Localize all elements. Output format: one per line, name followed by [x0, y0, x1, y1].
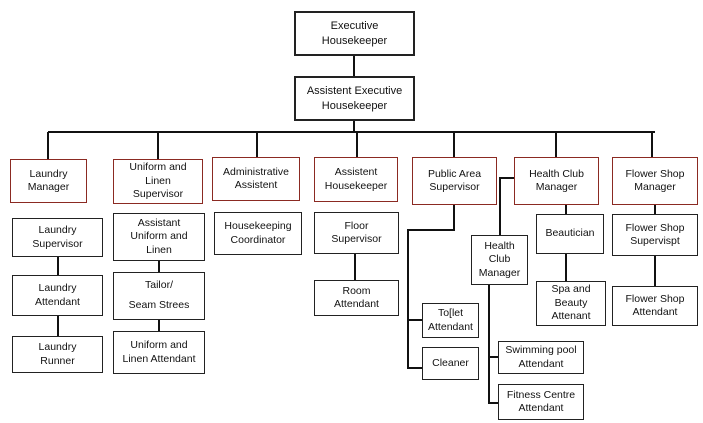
beautician-box: Beautician: [536, 214, 604, 254]
assistant-executive-housekeeper-box: Assistent Executive Housekeeper: [294, 76, 415, 121]
connector: [488, 285, 498, 404]
administrative-assistant-box: Administrative Assistent: [212, 157, 300, 201]
laundry-supervisor-box: Laundry Supervisor: [12, 218, 103, 257]
executive-housekeeper-box: Executive Housekeeper: [294, 11, 415, 56]
laundry-attendant-box: Laundry Attendant: [12, 275, 103, 316]
connector: [499, 177, 514, 235]
floor-supervisor-box: Floor Supervisor: [314, 212, 399, 254]
laundry-runner-box: Laundry Runner: [12, 336, 103, 373]
assistant-housekeeper-box: Assistent Housekeeper: [314, 157, 398, 202]
laundry-manager-box: Laundry Manager: [10, 159, 87, 203]
health-club-manager-box: Health Club Manager: [514, 157, 599, 205]
tailor-seamstress-box: Tailor/ Seam Strees: [113, 272, 205, 320]
flower-shop-supervisor-box: Flower Shop Supervispt: [612, 214, 698, 256]
flower-shop-attendant-box: Flower Shop Attendant: [612, 286, 698, 326]
room-attendant-box: Room Attendant: [314, 280, 399, 316]
assistant-uniform-linen-box: Assistant Uniform and Linen: [113, 213, 205, 261]
health-club-manager-sub-box: Health Club Manager: [471, 235, 528, 285]
uniform-linen-attendant-box: Uniform and Linen Attendant: [113, 331, 205, 374]
flower-shop-manager-box: Flower Shop Manager: [612, 157, 698, 205]
connector: [407, 205, 455, 369]
spa-beauty-attendant-box: Spa and Beauty Attenant: [536, 281, 606, 326]
fitness-centre-attendant-box: Fitness Centre Attendant: [498, 384, 584, 420]
swimming-pool-attendant-box: Swimming pool Attendant: [498, 341, 584, 374]
public-area-supervisor-box: Public Area Supervisor: [412, 157, 497, 205]
toilet-attendant-box: To[let Attendant: [422, 303, 479, 338]
cleaner-box: Cleaner: [422, 347, 479, 380]
uniform-linen-supervisor-box: Uniform and Linen Supervisor: [113, 159, 203, 204]
housekeeping-coordinator-box: Housekeeping Coordinator: [214, 212, 302, 255]
